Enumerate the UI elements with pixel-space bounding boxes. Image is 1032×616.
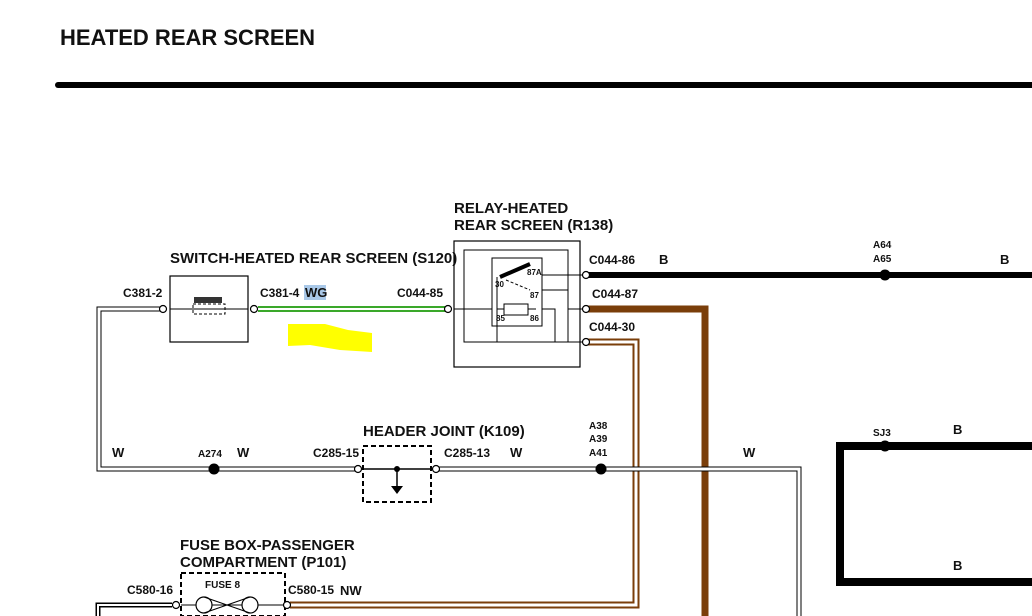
relay-pin-30: 30 [495, 280, 504, 289]
label-c285-13: C285-13 [444, 446, 490, 460]
wire-fuse-feed-inner [97, 604, 172, 616]
fuse-box-title-line1: FUSE BOX-PASSENGER [180, 537, 355, 554]
header-joint-k109 [353, 445, 441, 503]
label-c580-15: C580-15 [288, 583, 334, 597]
splice-a64-a65 [879, 269, 891, 281]
relay-coil [503, 303, 529, 316]
relay-connector-pins [443, 270, 591, 347]
label-a41: A41 [589, 448, 608, 459]
relay-r138: 30 87A 87 85 86 [453, 240, 586, 368]
wire-brown-c044-87 [586, 305, 709, 616]
relay-contact-arm [499, 262, 531, 279]
label-a38: A38 [589, 421, 608, 432]
wire-label-w-left: W [112, 445, 125, 460]
relay-title-line2: REAR SCREEN (R138) [454, 217, 613, 234]
relay-title-line1: RELAY-HEATED [454, 200, 568, 217]
wg-label-highlight [304, 285, 326, 300]
label-c381-4: C381-4 [260, 286, 300, 300]
label-c044-87: C044-87 [592, 287, 638, 301]
wire-nw-stripe [290, 340, 638, 607]
wire-b-sj3-loop [836, 442, 1032, 586]
wire-label-b-bottom: B [953, 558, 962, 573]
page-title: HEATED REAR SCREEN [60, 25, 315, 50]
wire-label-w-a274: W [237, 445, 250, 460]
wire-w-right-inner [434, 467, 801, 616]
wire-label-b-right: B [1000, 252, 1009, 267]
relay-pin-85: 85 [496, 314, 505, 323]
relay-pin-87: 87 [530, 291, 539, 300]
switch-title: SWITCH-HEATED REAR SCREEN (S120) [170, 250, 457, 267]
label-a39: A39 [589, 434, 608, 445]
highlighter-mark [288, 324, 372, 352]
splice-a38-a39-a41 [595, 463, 607, 475]
label-c580-16: C580-16 [127, 583, 173, 597]
splice-sj3 [879, 440, 891, 452]
splice-a274 [208, 463, 220, 475]
label-c044-30: C044-30 [589, 320, 635, 334]
switch-s120 [158, 275, 259, 343]
label-c381-2: C381-2 [123, 286, 163, 300]
label-a274: A274 [198, 449, 222, 460]
label-c285-15: C285-15 [313, 446, 359, 460]
fuse-8-label: FUSE 8 [205, 580, 240, 591]
wire-label-wg: WG [305, 285, 327, 300]
relay-dashed-link [505, 279, 531, 291]
label-a64: A64 [873, 240, 892, 251]
fuse-box-p101 [171, 572, 292, 616]
header-joint-title: HEADER JOINT (K109) [363, 423, 525, 440]
label-c044-85: C044-85 [397, 286, 443, 300]
label-a65: A65 [873, 254, 892, 265]
wire-label-b-sj3: B [953, 422, 962, 437]
switch-lever [194, 297, 222, 303]
wire-w-right-outer [434, 466, 802, 616]
wire-label-w-c285: W [510, 445, 523, 460]
fuse-box-title-line2: COMPARTMENT (P101) [180, 554, 346, 571]
wire-fuse-feed [95, 602, 172, 616]
wire-w-left-inner [97, 307, 360, 471]
relay-pin-86: 86 [530, 314, 539, 323]
wire-label-b-relay: B [659, 252, 668, 267]
wire-label-w-right: W [743, 445, 756, 460]
relay-pin-87a: 87A [527, 268, 542, 277]
label-sj3: SJ3 [873, 428, 891, 439]
wire-label-nw: NW [340, 583, 362, 598]
label-c044-86: C044-86 [589, 253, 635, 267]
